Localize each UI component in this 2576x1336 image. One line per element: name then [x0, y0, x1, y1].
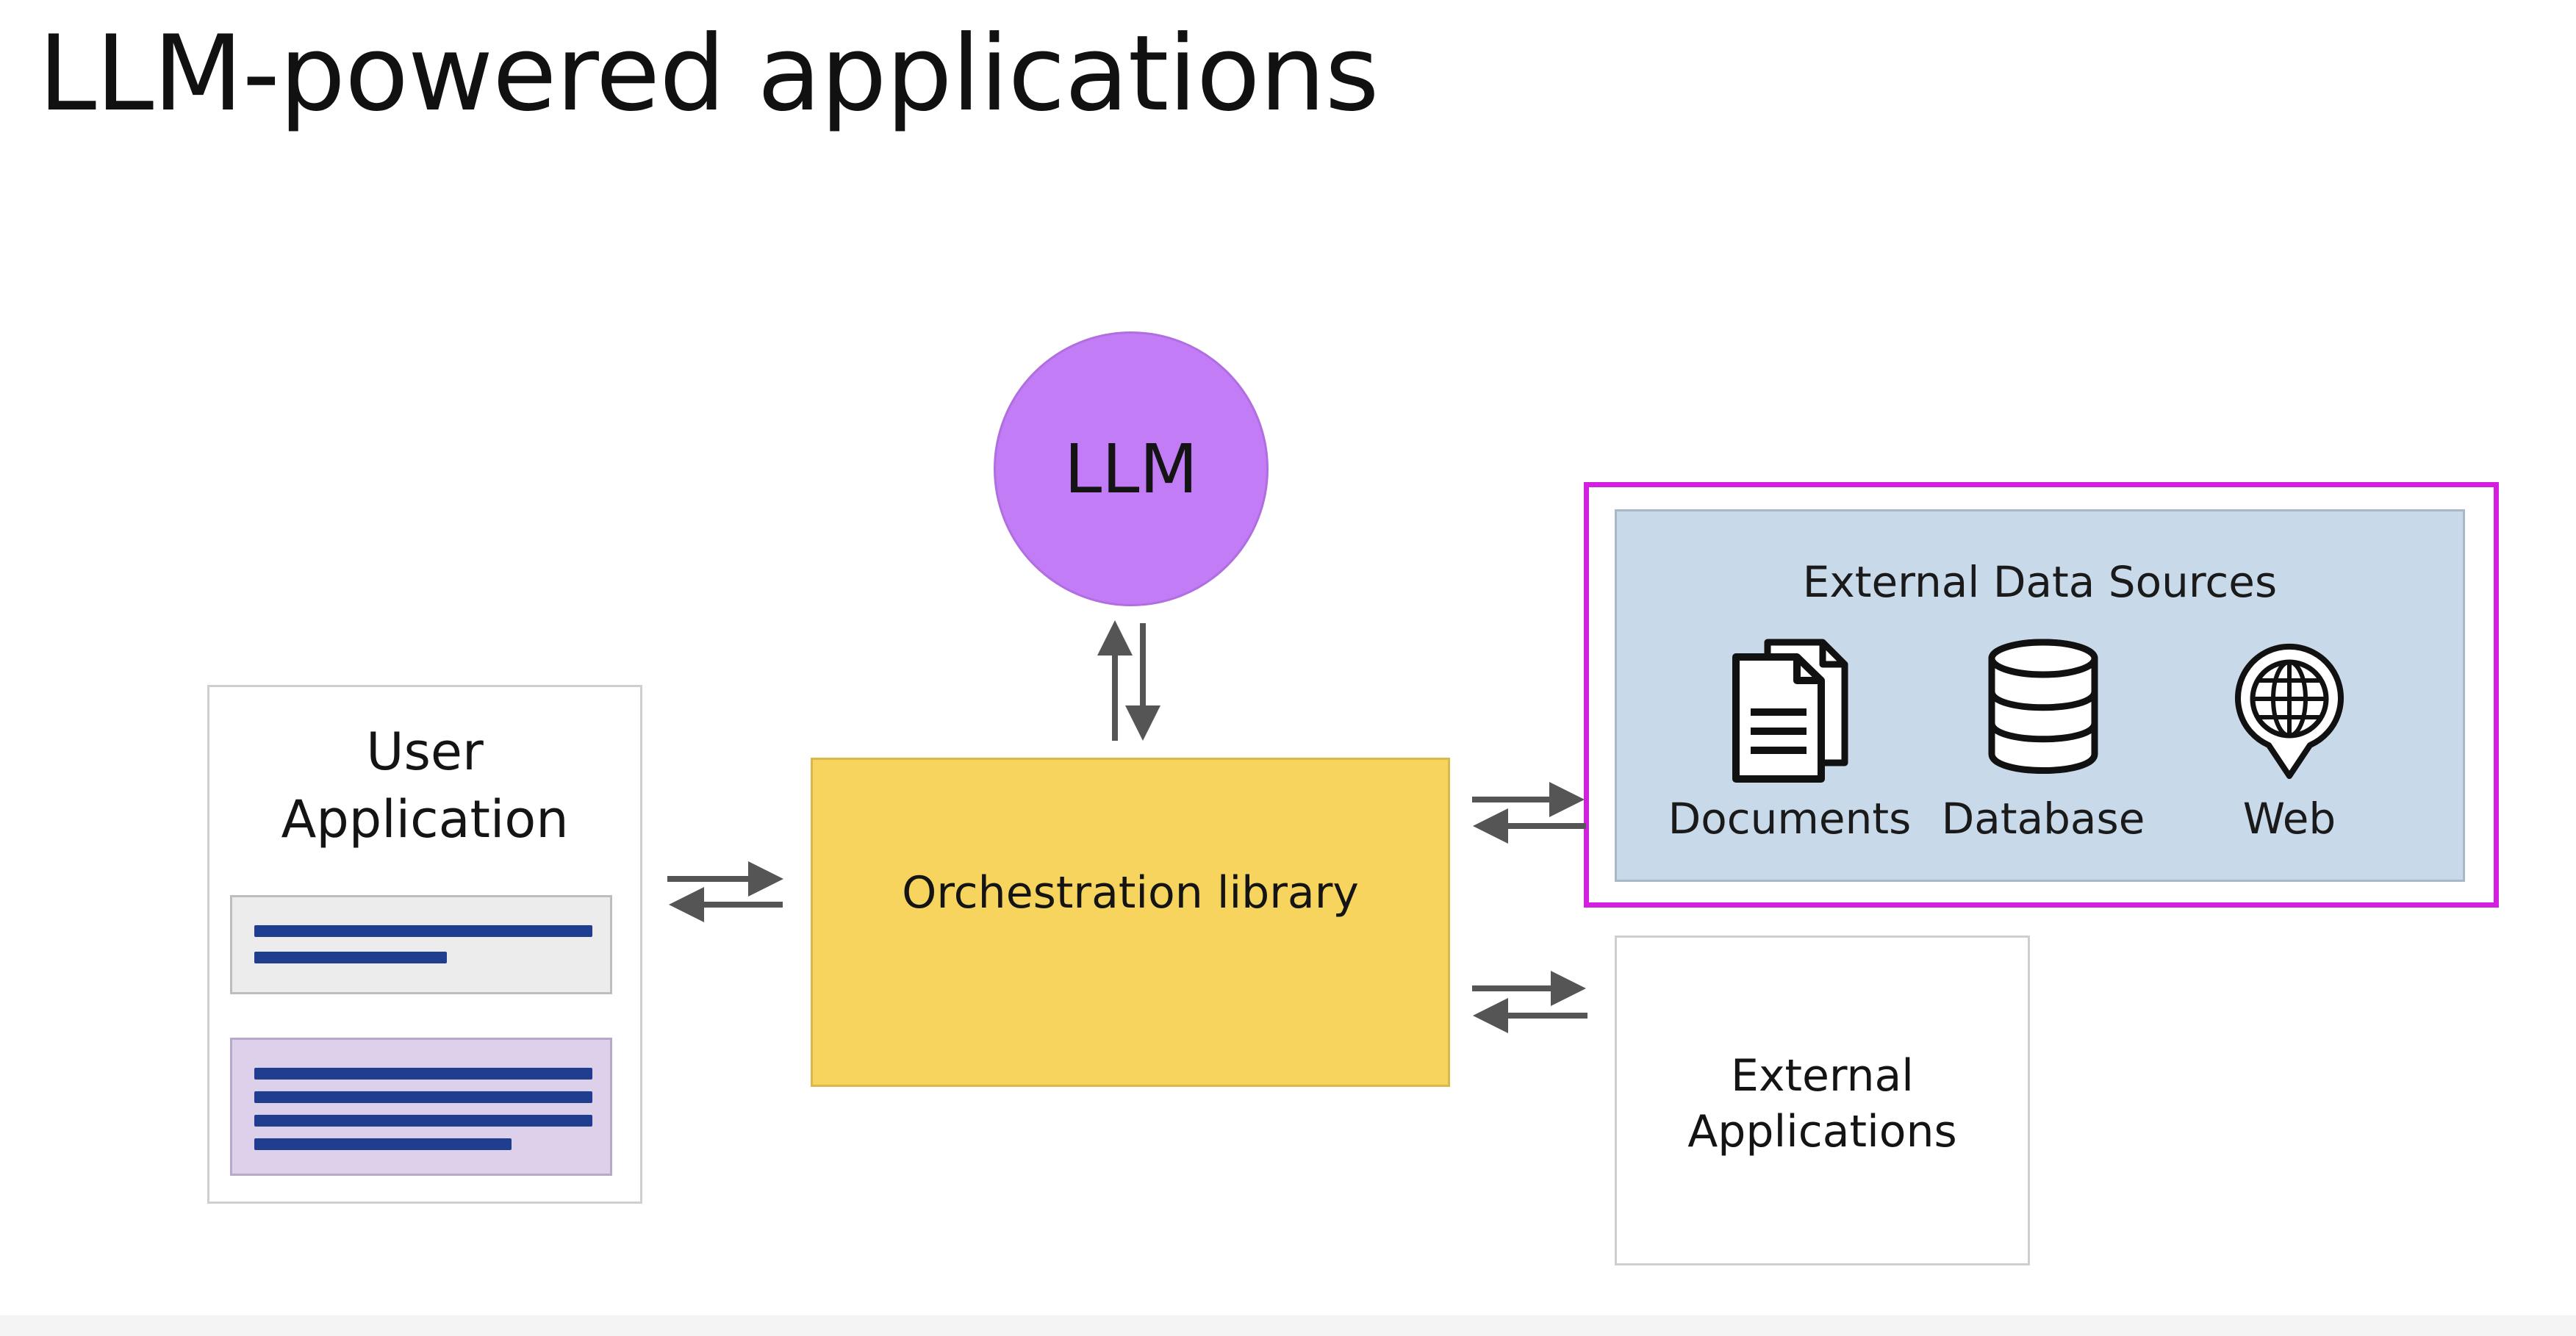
documents-icon [1732, 639, 1848, 783]
external-data-sources-node: External Data Sources Documents Database [1615, 509, 2465, 882]
bottom-strip [0, 1315, 2576, 1336]
text-line [254, 925, 592, 937]
text-line [254, 1138, 512, 1150]
globe-pin-icon [2235, 643, 2344, 779]
external-applications-label-line1: External [1731, 1050, 1914, 1102]
chat-message-prompt [230, 895, 612, 994]
text-line [254, 1091, 592, 1103]
external-data-sources-title: External Data Sources [1802, 557, 2278, 607]
database-icon [1988, 639, 2098, 774]
source-web-label: Web [2242, 794, 2336, 844]
text-line [254, 1068, 592, 1080]
llm-label: LLM [1064, 429, 1198, 509]
user-application-node: User Application [207, 685, 642, 1204]
highlight-frame [1584, 482, 2499, 908]
text-line [254, 1115, 592, 1127]
orchestration-library-node: Orchestration library [811, 758, 1450, 1087]
external-applications-label-line2: Applications [1687, 1106, 1957, 1157]
source-database-label: Database [1941, 794, 2145, 844]
slide-title: LLM-powered applications [38, 13, 1380, 134]
user-application-label-line2: Application [281, 789, 569, 850]
source-documents-label: Documents [1668, 794, 1912, 844]
user-application-label-line1: User [366, 722, 484, 782]
source-web: Web [2212, 636, 2367, 844]
user-application-label: User Application [209, 718, 640, 853]
external-applications-node: External Applications [1615, 935, 2030, 1265]
external-applications-label: External Applications [1617, 1048, 2028, 1160]
chat-message-response [230, 1038, 612, 1176]
llm-node: LLM [994, 331, 1269, 606]
orchestration-library-label: Orchestration library [902, 867, 1359, 919]
source-documents: Documents [1665, 636, 1915, 844]
text-line [254, 952, 447, 963]
source-database: Database [1937, 636, 2150, 844]
